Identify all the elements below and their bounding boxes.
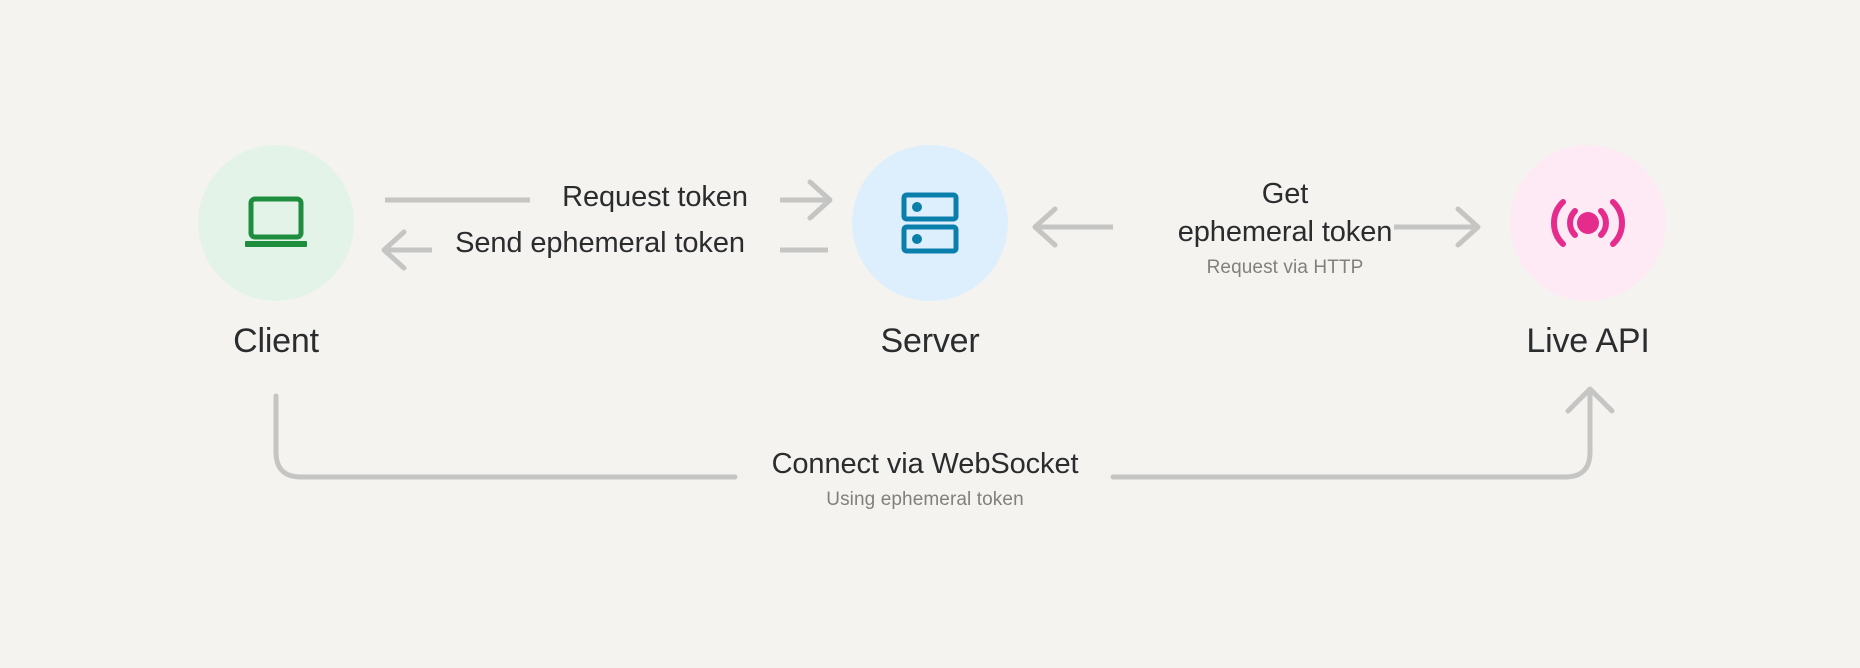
- laptop-icon: [245, 196, 307, 247]
- server-icon: [901, 192, 959, 254]
- node-live-api-label: Live API: [1526, 322, 1650, 360]
- arrowhead-websocket-up: [1565, 386, 1615, 414]
- node-server[interactable]: Server: [852, 145, 1008, 361]
- node-server-circle: [852, 145, 1008, 301]
- edge-label-connect-websocket: Connect via WebSocket Using ephemeral to…: [745, 445, 1105, 513]
- arrowhead-get-token-right: [1455, 206, 1481, 248]
- edge-get-token-sublabel: Request via HTTP: [1206, 257, 1364, 278]
- node-client-label: Client: [233, 322, 319, 360]
- edge-websocket-sublabel: Using ephemeral token: [826, 489, 1024, 510]
- edge-request-token-title: Request token: [562, 181, 748, 213]
- edge-get-token-title-line2: ephemeral token: [1177, 216, 1393, 248]
- edge-label-get-ephemeral-token: Get ephemeral token Request via HTTP: [1155, 175, 1415, 281]
- edge-label-request-token: Request token: [540, 178, 770, 216]
- edge-websocket-title: Connect via WebSocket: [771, 448, 1079, 480]
- arrowhead-request-token-right: [807, 179, 833, 221]
- node-client[interactable]: Client: [198, 145, 354, 361]
- edge-send-token-title: Send ephemeral token: [455, 227, 745, 259]
- edge-get-token-title-line1: Get: [1261, 178, 1309, 210]
- line-websocket-right: [1110, 389, 1593, 480]
- edge-label-send-ephemeral-token: Send ephemeral token: [430, 224, 770, 262]
- line-websocket-left: [273, 393, 738, 480]
- node-client-circle: [198, 145, 354, 301]
- node-server-label: Server: [880, 322, 980, 360]
- broadcast-icon: [1551, 199, 1625, 247]
- node-live-api-circle: [1510, 145, 1666, 301]
- node-live-api[interactable]: Live API: [1510, 145, 1666, 361]
